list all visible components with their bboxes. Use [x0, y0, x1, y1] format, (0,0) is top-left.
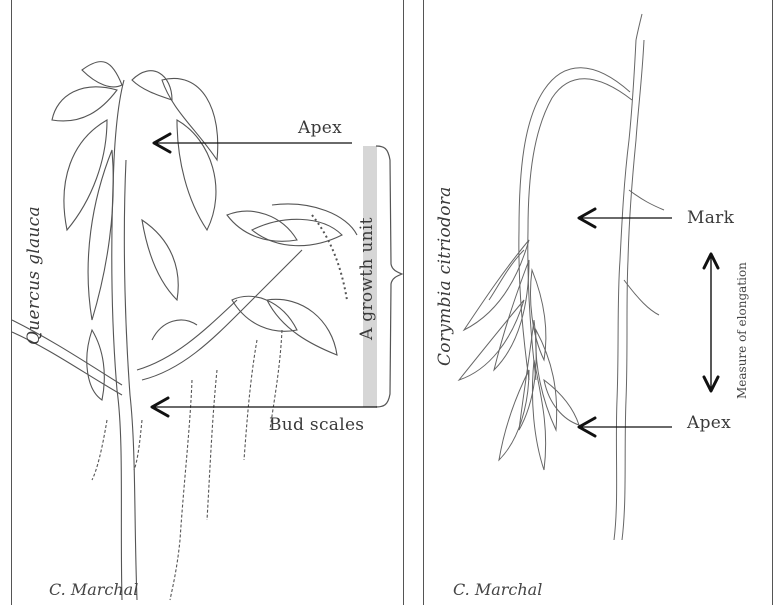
right-panel: Mark Apex Measure of elongation Corymbia…: [423, 0, 773, 605]
elongation-double-arrow: [704, 254, 718, 391]
apex-label-right: Apex: [687, 413, 731, 433]
growth-unit-label: A growth unit: [357, 217, 377, 340]
credit-right: C. Marchal: [453, 580, 542, 599]
growth-unit-bracket: [376, 146, 402, 407]
mark-label: Mark: [687, 208, 734, 228]
elongation-label: Measure of elongation: [735, 262, 749, 399]
bud-scales-label: Bud scales: [269, 415, 364, 435]
apex-label-left: Apex: [298, 118, 342, 138]
bud-scales-arrow: [152, 398, 377, 416]
mark-arrow: [579, 209, 672, 227]
left-panel: Apex A growth unit Bud scales Quercus gl…: [11, 0, 404, 605]
species-name-right: Corymbia citriodora: [435, 186, 455, 366]
corymbia-citriodora-illustration: [424, 0, 774, 605]
credit-left: C. Marchal: [49, 580, 138, 599]
quercus-glauca-illustration: [12, 0, 405, 605]
species-name-left: Quercus glauca: [24, 206, 44, 345]
